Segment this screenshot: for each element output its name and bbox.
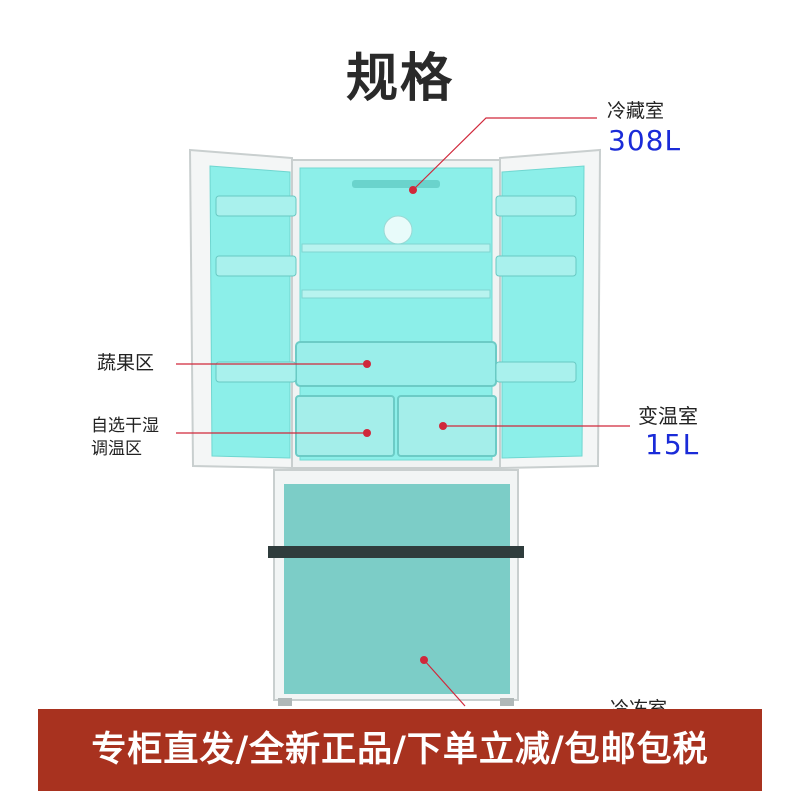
crisper-label: 蔬果区 [97, 352, 155, 374]
dry-humid-label-line2: 调温区 [91, 439, 142, 459]
fridge-label: 冷藏室 [607, 100, 665, 122]
freezer-marker [420, 656, 428, 664]
dry-humid-marker [363, 429, 371, 437]
convertible-marker [439, 422, 447, 430]
fridge-volume: 308L [608, 124, 682, 157]
convertible-volume: 15L [645, 428, 700, 461]
fridge-marker [409, 186, 417, 194]
crisper-marker [363, 360, 371, 368]
convertible-label: 变温室 [638, 404, 698, 428]
page-title: 规格 [345, 49, 454, 109]
promo-banner: 专柜直发/全新正品/下单立减/包邮包税 [38, 709, 762, 791]
dry-humid-label-line1: 自选干湿 [91, 416, 159, 436]
